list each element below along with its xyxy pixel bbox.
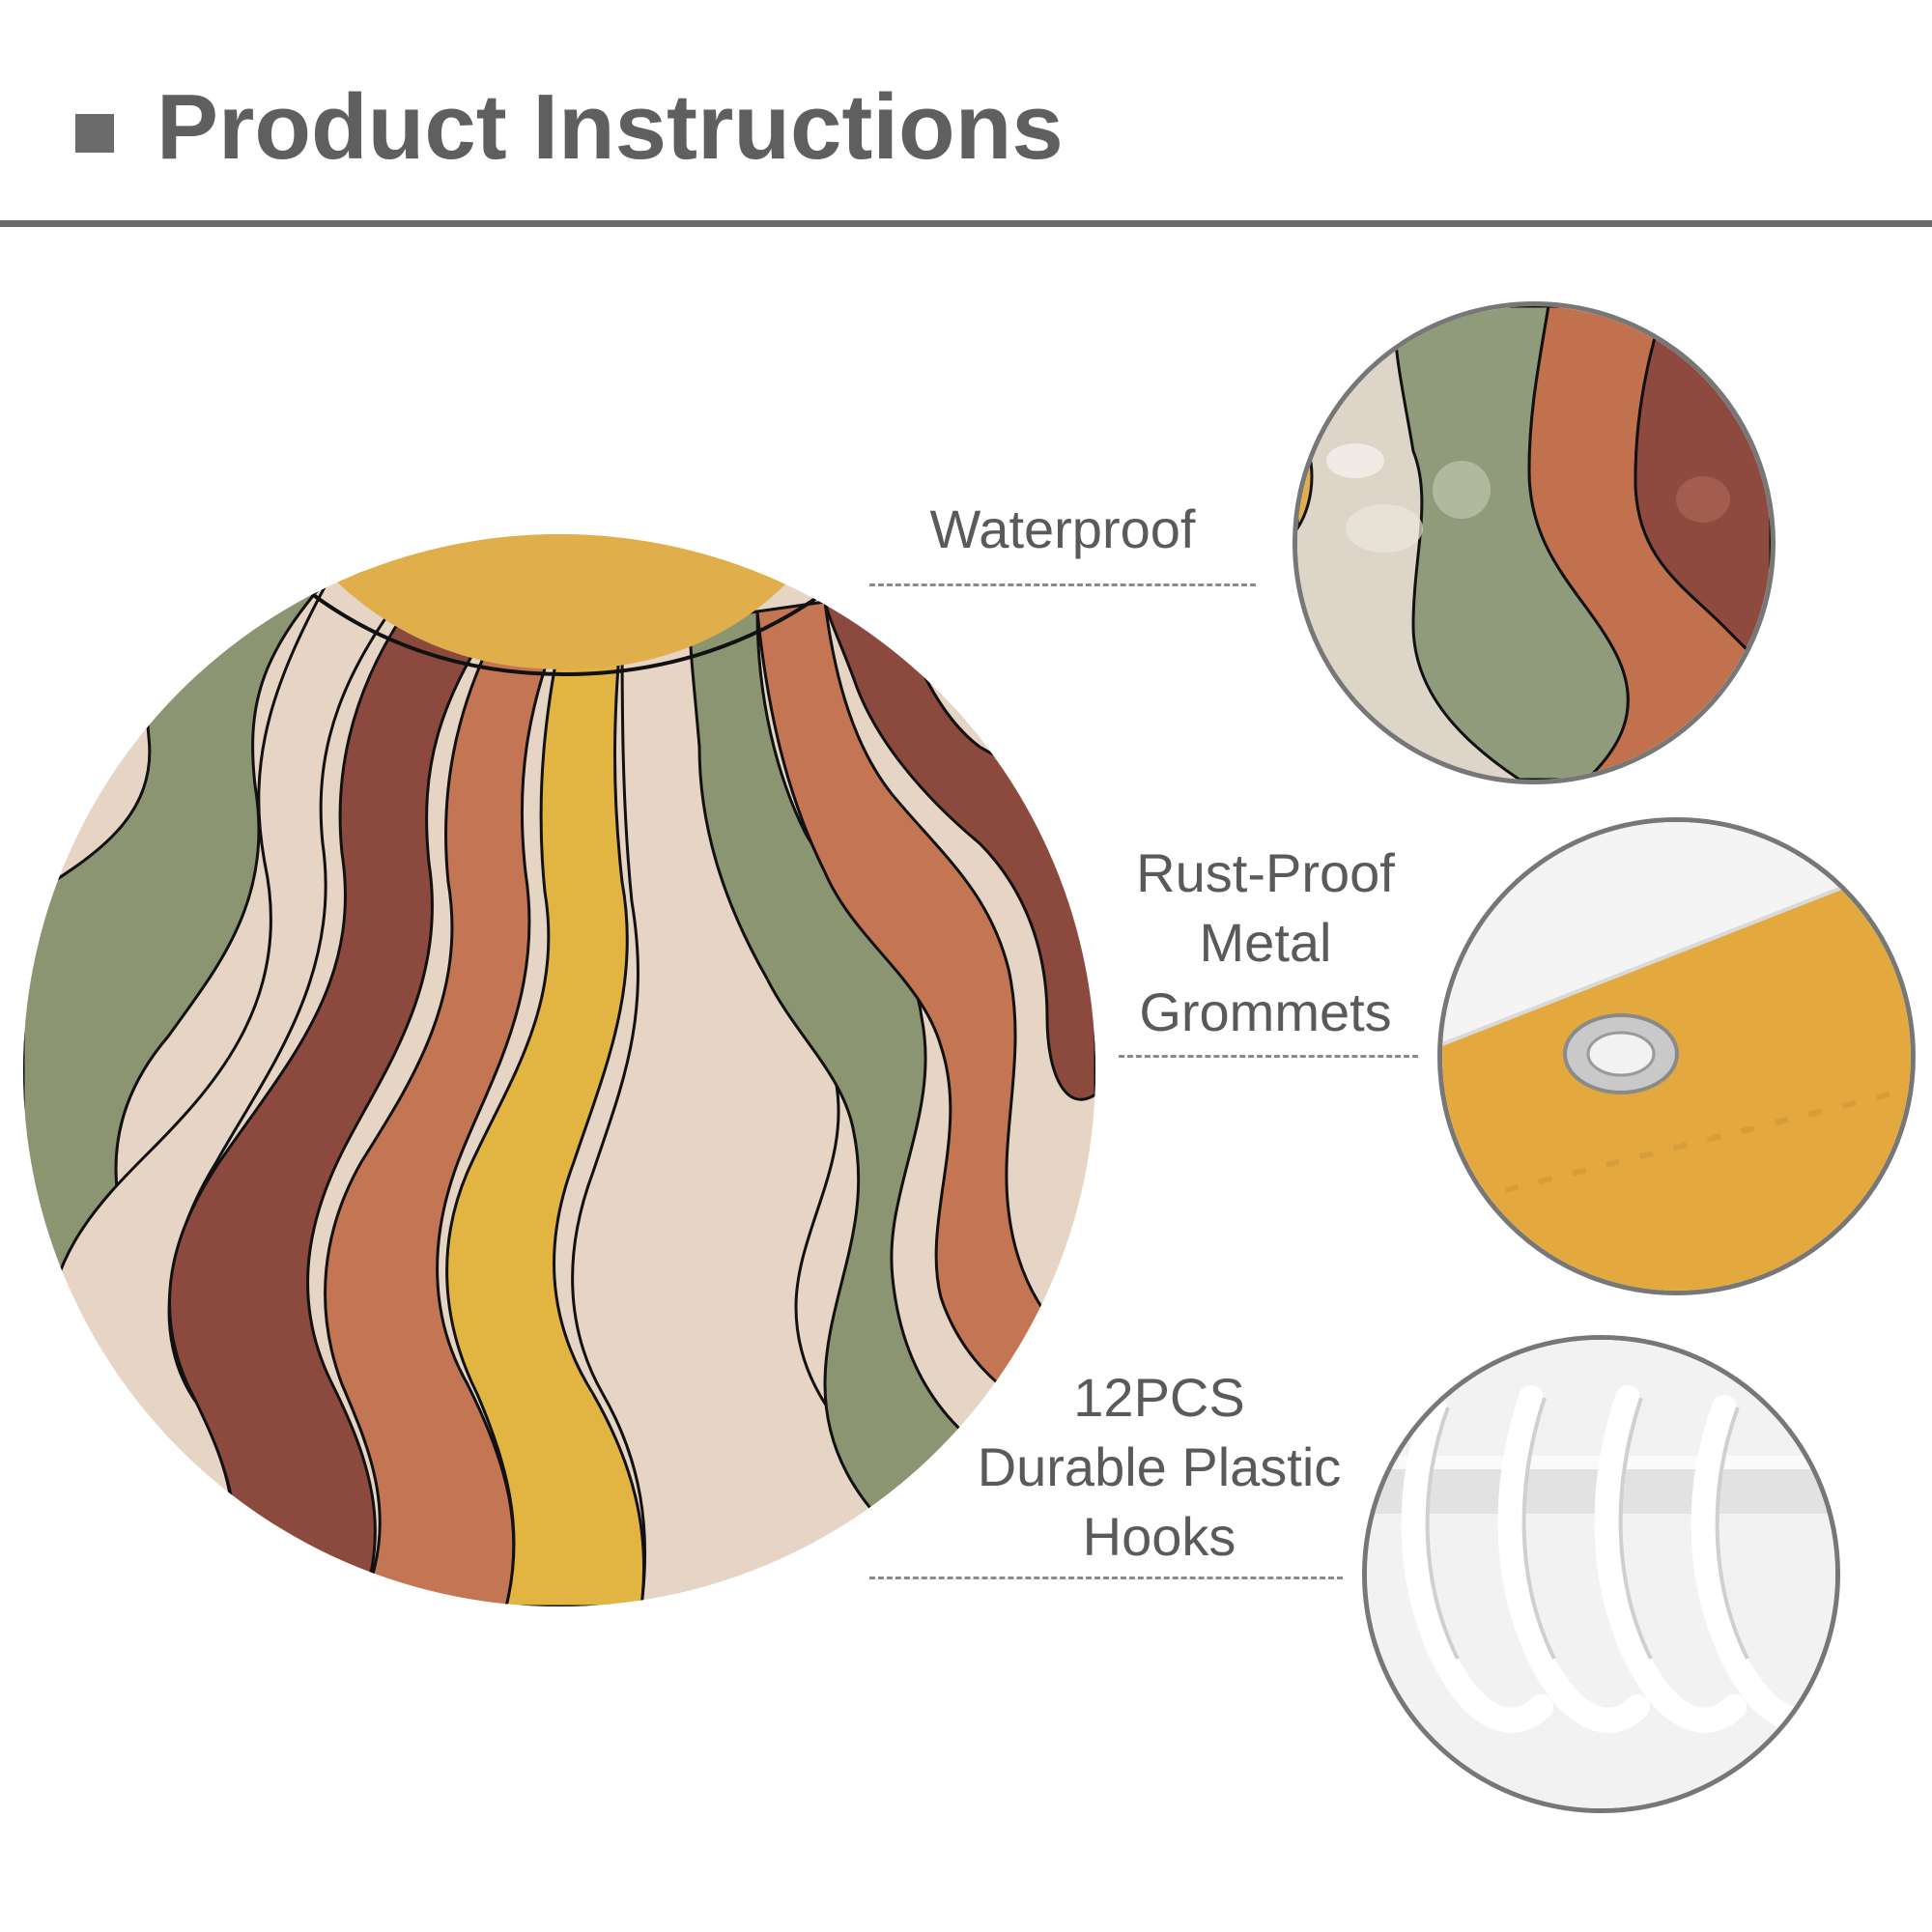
leader-line-grommets — [1119, 1055, 1418, 1058]
zoom-circle-grommets — [1437, 817, 1916, 1295]
leader-line-hooks — [869, 1577, 1343, 1579]
feature-line: Rust-Proof — [1136, 842, 1395, 903]
zoom-circle-waterproof — [1293, 301, 1776, 784]
feature-label-waterproof: Waterproof — [869, 495, 1256, 564]
header: Product Instructions — [0, 0, 1932, 232]
feature-line: 12PCS — [1073, 1367, 1245, 1428]
feature-label-grommets: Rust-Proof Metal Grommets — [1111, 838, 1420, 1047]
feature-line: Grommets — [1139, 981, 1392, 1042]
plastic-hooks-detail — [1367, 1340, 1835, 1808]
header-divider — [0, 220, 1932, 227]
page-title: Product Instructions — [156, 75, 1064, 179]
product-pattern-circle — [23, 534, 1095, 1606]
grommet-detail — [1442, 822, 1911, 1291]
feature-line: Hooks — [1082, 1506, 1236, 1567]
feature-label-hooks: 12PCS Durable Plastic Hooks — [927, 1363, 1391, 1572]
zoom-circle-hooks — [1362, 1335, 1840, 1813]
wavy-stripes-artwork — [23, 534, 1095, 1606]
feature-line: Metal — [1199, 912, 1332, 973]
waterproof-fabric-detail — [1297, 306, 1771, 780]
leader-line-waterproof — [869, 583, 1256, 586]
feature-line: Durable Plastic — [977, 1436, 1342, 1497]
title-bullet-square — [75, 114, 114, 153]
feature-line: Waterproof — [929, 498, 1196, 559]
